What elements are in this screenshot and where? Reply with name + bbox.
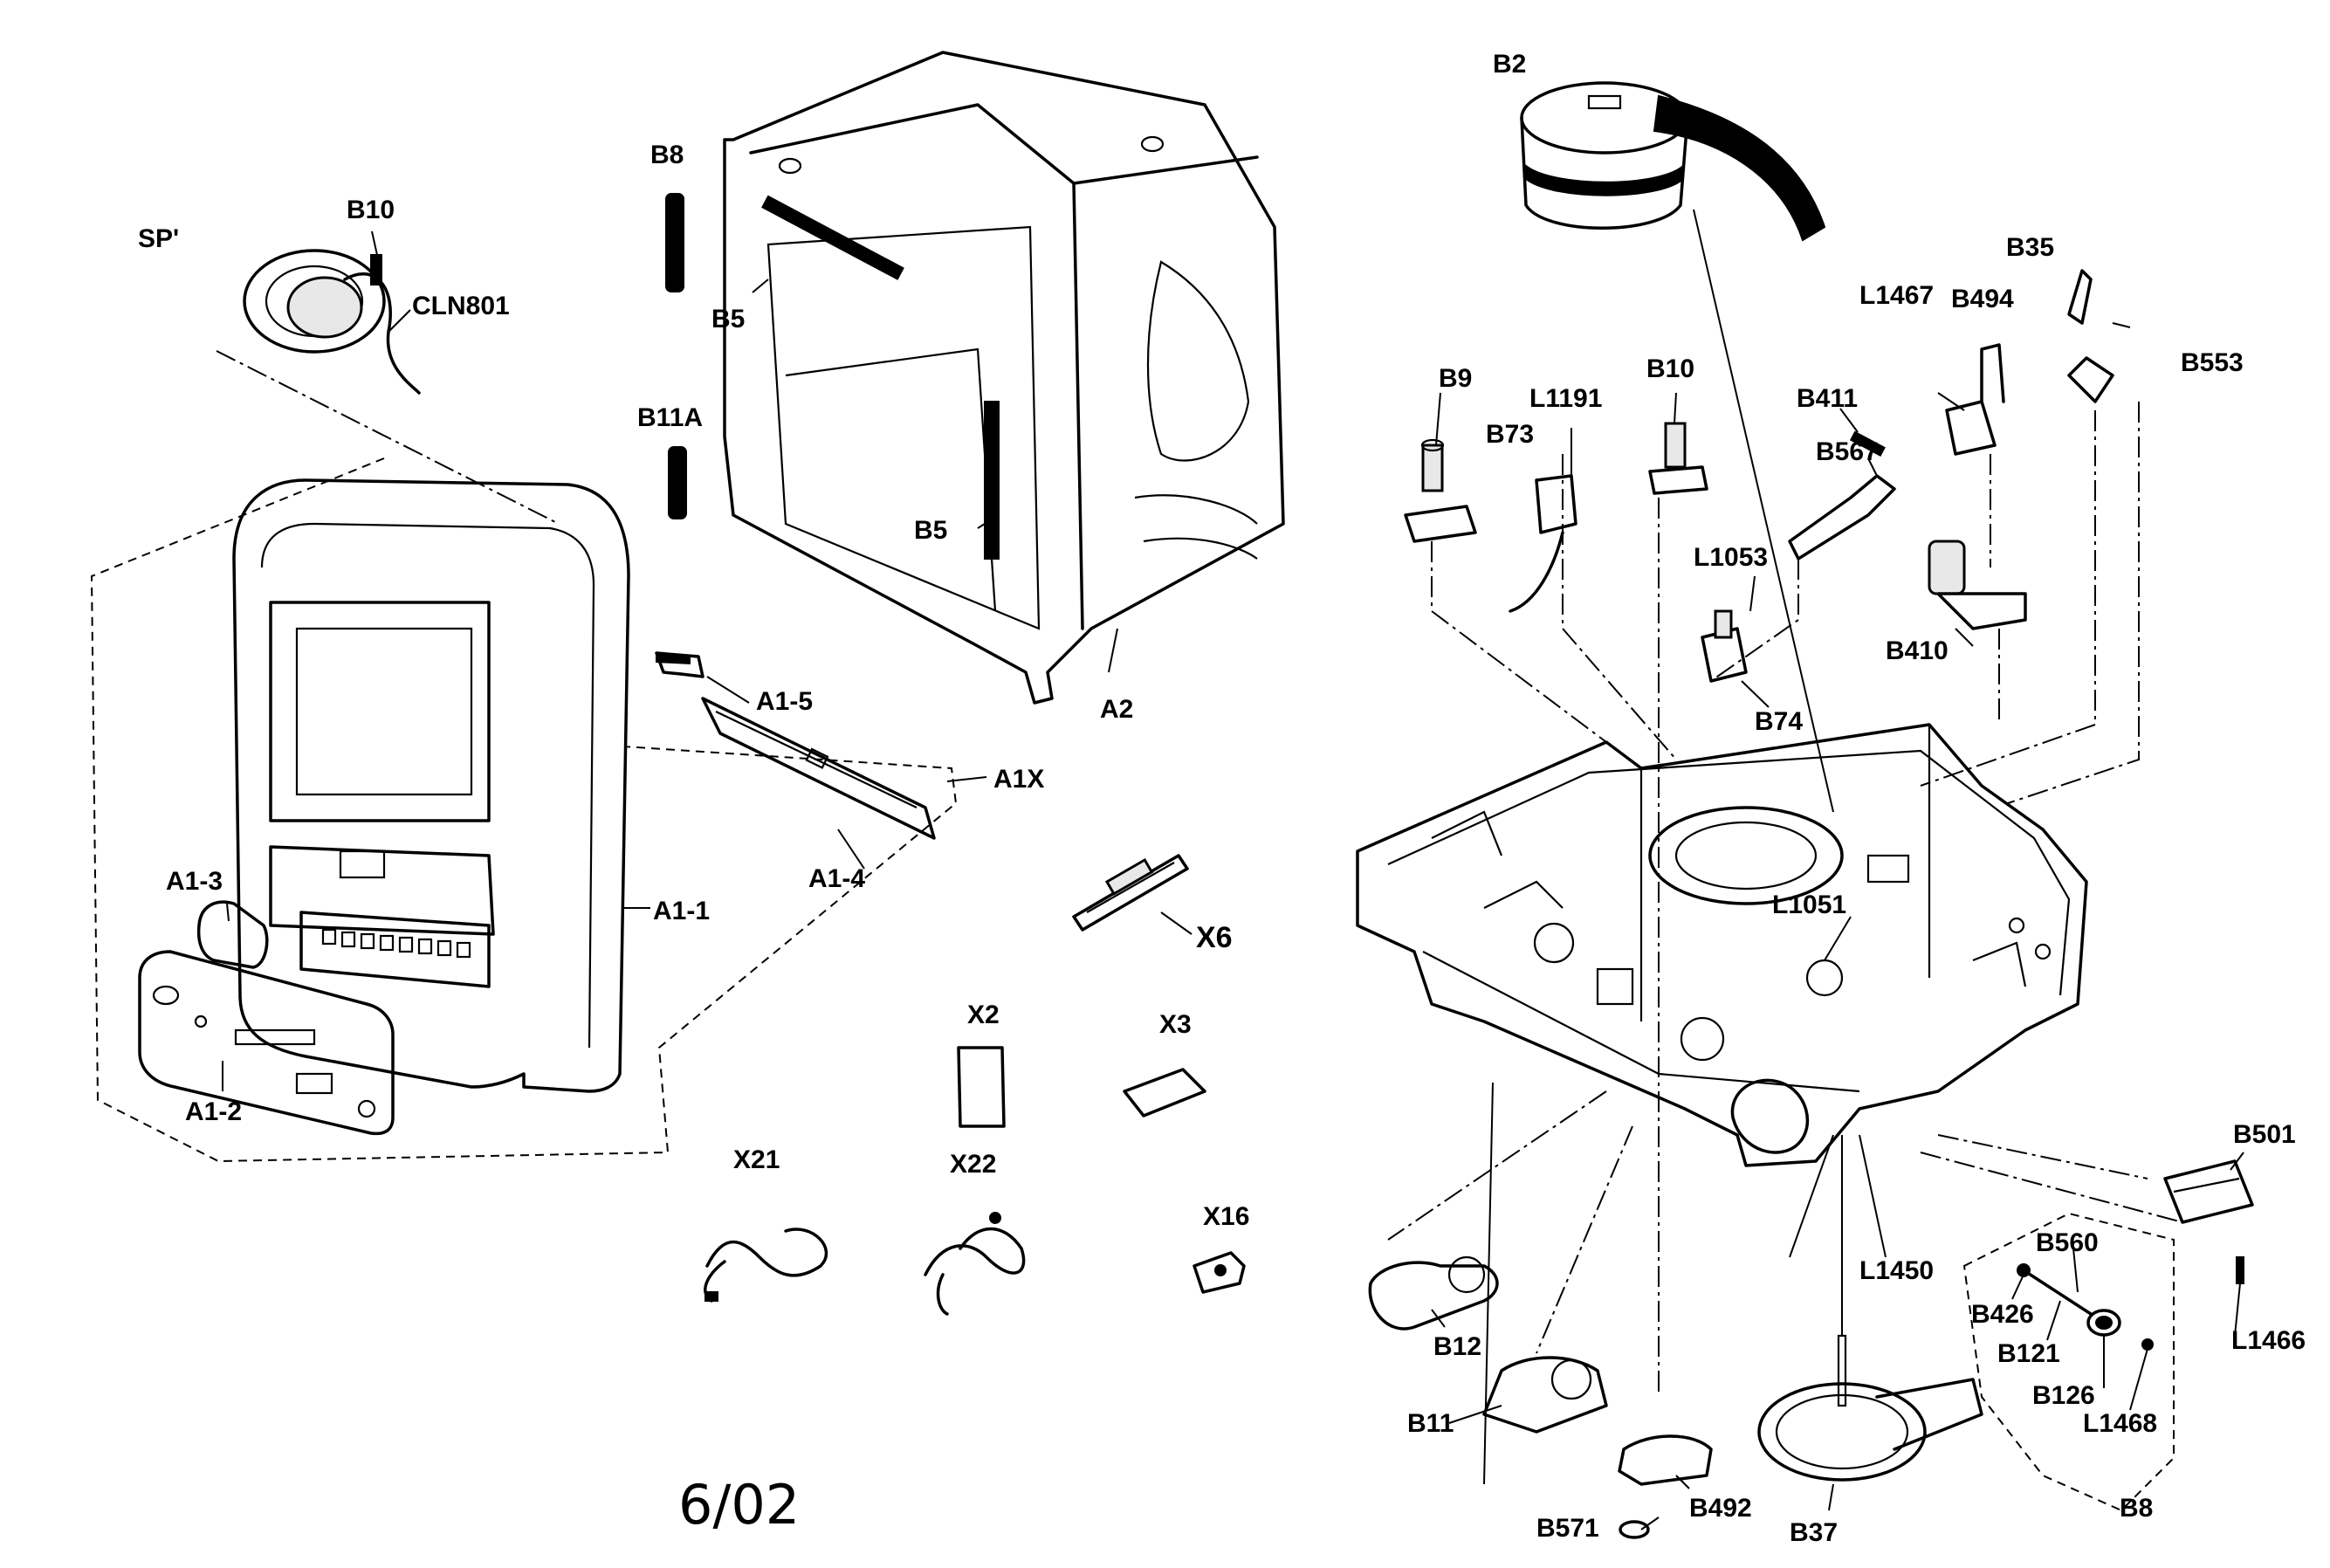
label-b411: B411 xyxy=(1797,384,1858,413)
label-x2: X2 xyxy=(967,1001,1000,1029)
label-a1-3: A1-3 xyxy=(166,867,223,896)
part-b12 xyxy=(1368,1255,1499,1331)
spring-b11a xyxy=(668,446,687,519)
label-l1191: L1191 xyxy=(1529,384,1602,413)
label-b567: B567 xyxy=(1816,437,1879,466)
label-x22: X22 xyxy=(950,1150,996,1179)
label-b11a: B11A xyxy=(637,403,703,432)
part-b501 xyxy=(2163,1159,2254,1224)
label-l1467: L1467 xyxy=(1859,281,1934,310)
label-a1-4: A1-4 xyxy=(808,864,865,893)
part-b10-mech xyxy=(1648,422,1708,495)
b5-upper-strip-icon xyxy=(761,195,904,280)
front-cabinet-a1-1 xyxy=(232,478,630,1093)
remote-x6 xyxy=(1072,854,1189,932)
label-b11: B11 xyxy=(1407,1409,1454,1438)
label-b10-speaker: B10 xyxy=(347,196,395,224)
label-b10-mech: B10 xyxy=(1646,354,1694,383)
label-l1051: L1051 xyxy=(1772,891,1846,919)
pulley-b37 xyxy=(1757,1334,1983,1482)
label-a1-5: A1-5 xyxy=(756,687,813,716)
part-b126 xyxy=(2086,1309,2121,1337)
label-b2: B2 xyxy=(1493,50,1526,79)
part-b73 xyxy=(1509,474,1577,613)
label-x21: X21 xyxy=(733,1145,780,1174)
label-b126: B126 xyxy=(2032,1381,2095,1410)
label-b410: B410 xyxy=(1886,636,1949,665)
label-l1466: L1466 xyxy=(2231,1326,2306,1355)
part-b494 xyxy=(1945,343,2005,456)
battery-x3 xyxy=(1123,1068,1206,1118)
label-b8-group: B8 xyxy=(2120,1494,2153,1523)
b8-group-outline xyxy=(1962,1212,2175,1512)
speaker-leader-dashline xyxy=(216,350,560,525)
label-l1053: L1053 xyxy=(1694,543,1768,572)
label-b5-upper: B5 xyxy=(711,305,745,334)
label-b37: B37 xyxy=(1790,1518,1838,1547)
label-b35: B35 xyxy=(2006,233,2054,262)
label-b12: B12 xyxy=(1433,1332,1481,1361)
label-b9: B9 xyxy=(1439,364,1472,393)
part-b9 xyxy=(1404,438,1477,543)
vcr-chassis xyxy=(1356,723,2088,1167)
spring-b8 xyxy=(665,193,684,292)
label-a2: A2 xyxy=(1100,695,1133,724)
part-b426 xyxy=(2017,1263,2031,1277)
label-l1468: L1468 xyxy=(2083,1409,2157,1438)
label-b560: B560 xyxy=(2036,1228,2099,1257)
part-b492 xyxy=(1618,1434,1713,1486)
front-panel-a1-2 xyxy=(138,950,395,1136)
part-b74 xyxy=(1701,609,1748,683)
label-b553: B553 xyxy=(2181,348,2244,377)
screw-l1466 xyxy=(2236,1256,2244,1284)
label-b8-cabinet: B8 xyxy=(650,141,684,169)
label-sp: SP' xyxy=(138,224,179,253)
label-leaders xyxy=(222,230,2244,1530)
drum-b2 xyxy=(1520,81,1826,242)
label-b571: B571 xyxy=(1536,1514,1599,1543)
adapter-x16 xyxy=(1192,1251,1246,1294)
label-x3: X3 xyxy=(1159,1010,1192,1039)
footer-date: 6/02 xyxy=(678,1473,800,1537)
label-a1x: A1X xyxy=(993,765,1044,794)
window-a1-3 xyxy=(196,900,269,969)
part-b567 xyxy=(1788,474,1896,560)
speaker-sp xyxy=(243,249,421,395)
label-b426: B426 xyxy=(1971,1300,2034,1329)
cable-x22 xyxy=(924,1212,1026,1316)
assembly-lines xyxy=(1387,209,2183,1485)
cable-x21 xyxy=(704,1228,828,1303)
bracket-a1-5 xyxy=(655,651,704,678)
label-b74: B74 xyxy=(1755,707,1803,736)
label-x16: X16 xyxy=(1203,1202,1249,1231)
part-b11 xyxy=(1482,1356,1608,1434)
part-b410 xyxy=(1928,540,2027,630)
b10-speaker-magnet-icon xyxy=(370,254,382,285)
label-b494: B494 xyxy=(1951,285,2014,313)
manual-x2 xyxy=(957,1046,1006,1128)
spring-b411 xyxy=(1849,430,1886,457)
label-l1450: L1450 xyxy=(1859,1256,1934,1285)
label-b121: B121 xyxy=(1997,1339,2060,1368)
cabinet-a2 xyxy=(723,51,1285,705)
circuit-board-a1-4 xyxy=(701,697,936,840)
part-b35 xyxy=(2067,269,2114,403)
label-b501: B501 xyxy=(2233,1120,2296,1149)
b5-lower-strip-icon xyxy=(984,401,1000,560)
label-a1-1: A1-1 xyxy=(653,897,710,925)
screw-l1468 xyxy=(2141,1338,2154,1351)
label-b73: B73 xyxy=(1486,420,1534,449)
label-a1-2: A1-2 xyxy=(185,1097,242,1126)
a1x-group-outline xyxy=(90,457,958,1163)
label-b492: B492 xyxy=(1689,1494,1752,1523)
label-b5-lower: B5 xyxy=(914,516,947,545)
front-panel-buttons xyxy=(321,928,471,959)
label-x6: X6 xyxy=(1196,921,1233,954)
part-b571 xyxy=(1619,1520,1650,1539)
part-b121 xyxy=(2022,1269,2093,1316)
label-cln801: CLN801 xyxy=(412,292,510,320)
